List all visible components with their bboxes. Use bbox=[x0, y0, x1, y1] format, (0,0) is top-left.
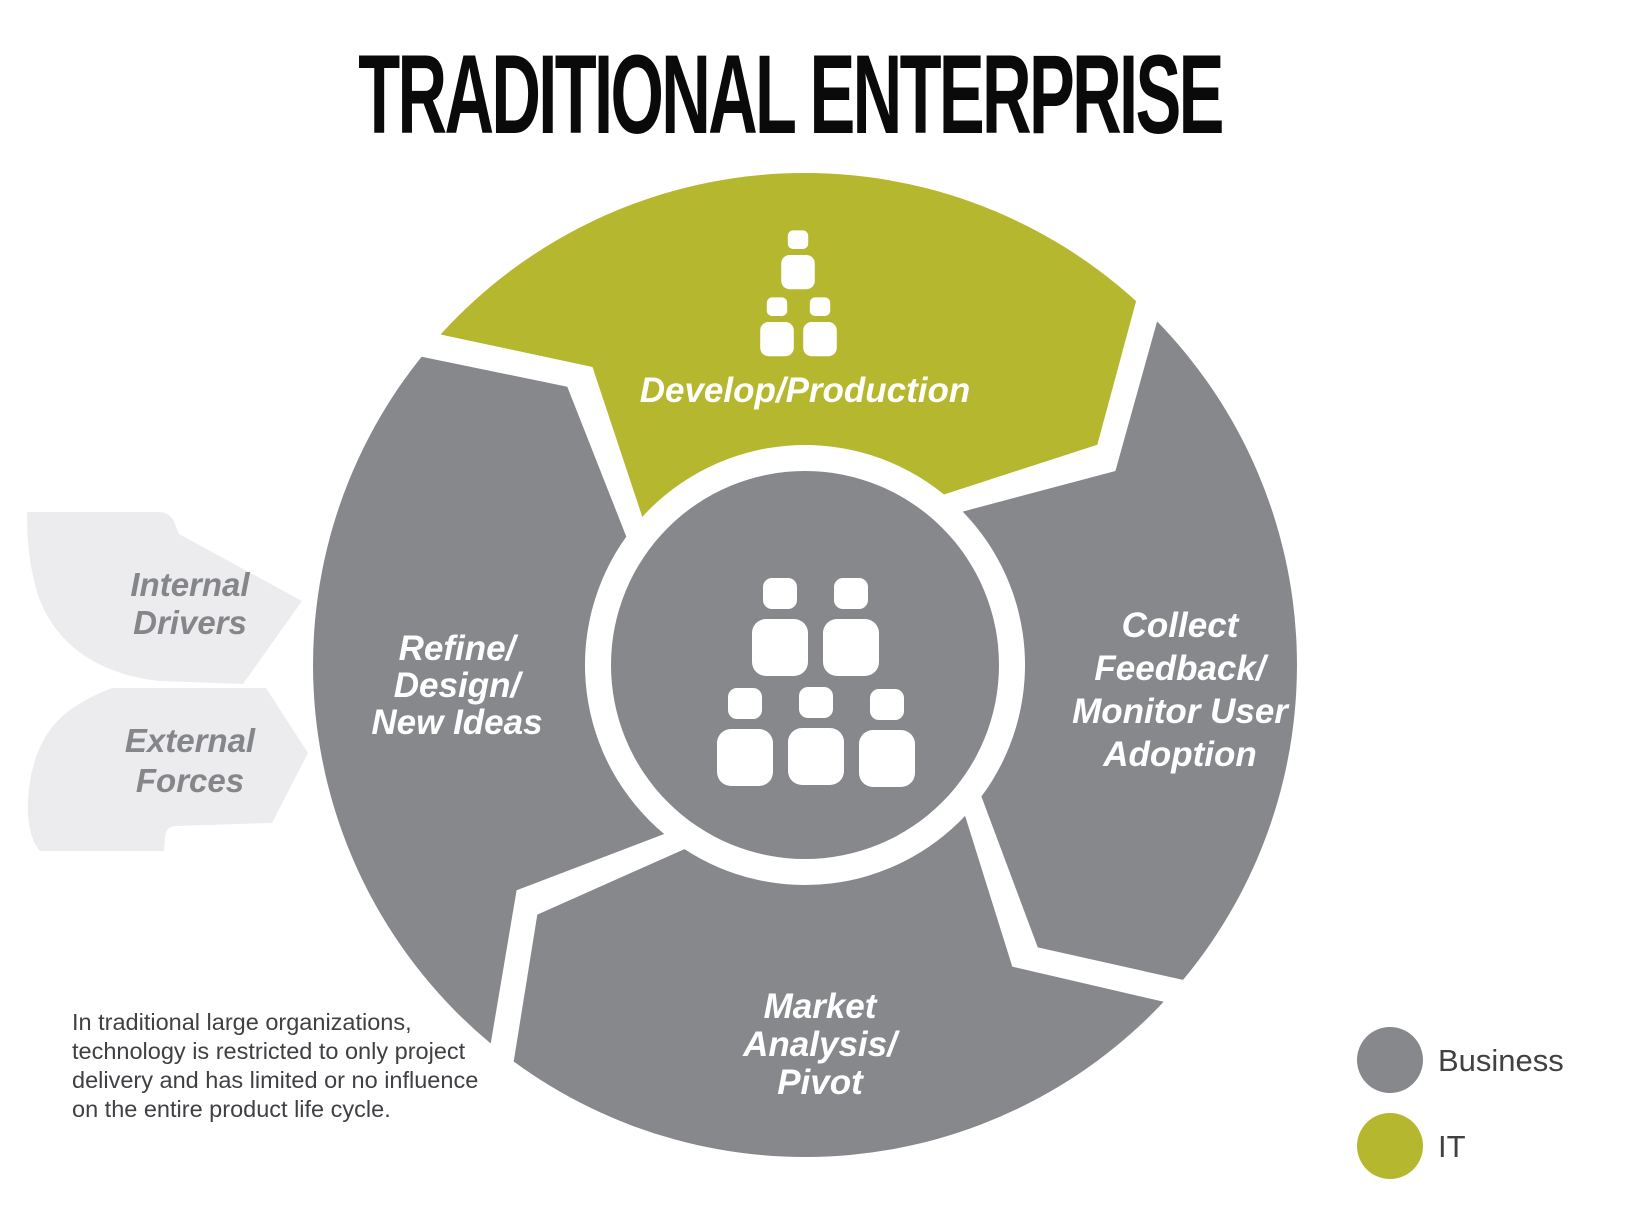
segment-label-market-analysis: Analysis/ bbox=[742, 1025, 900, 1064]
person-icon bbox=[752, 619, 808, 676]
segment-label-collect-feedback: Adoption bbox=[1102, 735, 1257, 774]
segment-label-collect-feedback: Collect bbox=[1122, 606, 1240, 645]
note-line: on the entire product life cycle. bbox=[72, 1096, 391, 1122]
external-forces-label: Forces bbox=[136, 762, 244, 799]
segment-refine-design bbox=[313, 356, 665, 1044]
person-icon bbox=[823, 619, 879, 676]
person-icon bbox=[760, 322, 794, 357]
page-title: TRADITIONAL ENTERPRISE bbox=[358, 32, 1224, 158]
internal-drivers-arrow bbox=[27, 512, 302, 684]
external-forces-arrow bbox=[27, 688, 308, 851]
segment-label-refine-design: New Ideas bbox=[371, 703, 542, 742]
legend-it-label: IT bbox=[1438, 1129, 1466, 1164]
legend-business-swatch bbox=[1357, 1027, 1423, 1093]
person-icon bbox=[766, 297, 788, 316]
internal-drivers-label: Internal bbox=[130, 566, 250, 603]
legend: Business IT bbox=[1357, 1027, 1564, 1179]
note-line: technology is restricted to only project bbox=[72, 1038, 466, 1064]
person-icon bbox=[781, 255, 815, 290]
person-icon bbox=[803, 322, 837, 357]
person-icon bbox=[809, 297, 831, 316]
segment-collect-feedback bbox=[962, 321, 1297, 980]
segment-label-collect-feedback: Feedback/ bbox=[1094, 649, 1268, 688]
segment-label-refine-design: Design/ bbox=[394, 666, 524, 705]
person-icon bbox=[859, 730, 915, 787]
note-text: In traditional large organizations, tech… bbox=[72, 1008, 492, 1124]
person-icon bbox=[717, 729, 773, 786]
internal-drivers-label: Drivers bbox=[133, 604, 247, 641]
people-pyramid-icon bbox=[760, 230, 837, 357]
segment-label-market-analysis: Pivot bbox=[777, 1063, 864, 1102]
input-arrow-labels: Internal Drivers External Forces bbox=[125, 566, 256, 799]
external-forces-label: External bbox=[125, 722, 256, 759]
note-line: In traditional large organizations, bbox=[72, 1009, 412, 1035]
legend-it-swatch bbox=[1357, 1113, 1423, 1179]
segment-labels: Develop/Production Collect Feedback/ Mon… bbox=[371, 371, 1290, 1102]
segment-label-refine-design: Refine/ bbox=[399, 629, 519, 668]
legend-business-label: Business bbox=[1438, 1043, 1564, 1078]
person-icon bbox=[799, 687, 833, 718]
note-line: delivery and has limited or no influence bbox=[72, 1067, 479, 1093]
people-group-icon bbox=[717, 578, 915, 787]
segment-label-collect-feedback: Monitor User bbox=[1072, 692, 1290, 731]
segment-label-market-analysis: Market bbox=[764, 987, 878, 1026]
person-icon bbox=[763, 578, 797, 609]
segment-label-develop-production: Develop/Production bbox=[640, 371, 971, 410]
person-icon bbox=[870, 689, 904, 720]
person-icon bbox=[834, 578, 868, 609]
segment-market-analysis bbox=[513, 815, 1164, 1158]
person-icon bbox=[788, 728, 844, 785]
person-icon bbox=[728, 688, 762, 719]
person-icon bbox=[787, 230, 809, 249]
